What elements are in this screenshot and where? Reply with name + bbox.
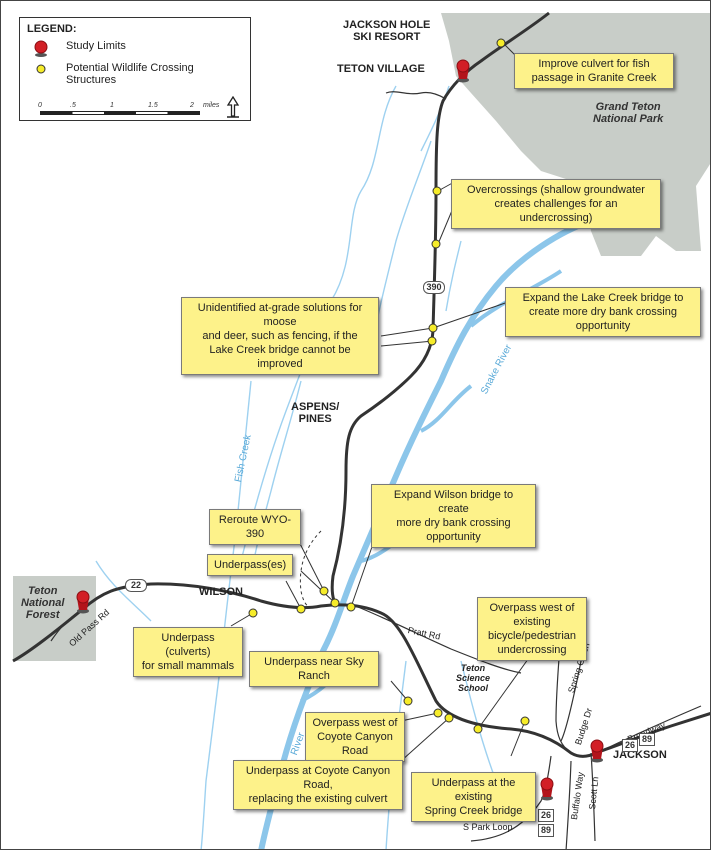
study-limit-pin <box>456 59 470 83</box>
callout-at-grade-solutions: Unidentified at-grade solutions for moos… <box>181 297 379 375</box>
callout-coyote-underpass: Underpass at Coyote Canyon Road,replacin… <box>233 760 403 810</box>
scale-tick: 1 <box>110 102 114 109</box>
legend-study-limits: Study Limits <box>66 40 126 52</box>
us-26-shield: 26 <box>622 739 638 752</box>
teton-forest-area <box>13 576 96 661</box>
crossing-dot <box>432 186 442 196</box>
aspens-pines-label: ASPENS/PINES <box>291 401 340 425</box>
crossing-dot <box>427 336 437 346</box>
scale-tick: 2 <box>190 102 194 109</box>
wyo-390-shield: 390 <box>423 281 445 294</box>
crossing-dot <box>403 696 413 706</box>
crossing-dot <box>346 602 356 612</box>
crossing-dot <box>473 724 483 734</box>
legend: LEGEND: Study Limits Potential Wildlife … <box>19 17 251 121</box>
callout-reroute-wyo-390: Reroute WYO-390 <box>209 509 301 545</box>
study-limit-pin <box>540 777 554 801</box>
callout-culverts: Underpass (culverts)for small mammals <box>133 627 243 677</box>
legend-row-study-limits: Study Limits <box>30 40 126 58</box>
scale-tick: 0 <box>38 102 42 109</box>
scale-tick: .5 <box>70 102 76 109</box>
crossing-dots <box>248 38 530 734</box>
scale-bar: 0 .5 1 1.5 2 miles <box>38 102 220 116</box>
wilson-label: WILSON <box>199 586 243 598</box>
study-limit-pins <box>76 59 604 801</box>
crossing-dot <box>296 604 306 614</box>
legend-crossing-line2: Structures <box>66 74 117 86</box>
crossing-dot <box>431 239 441 249</box>
legend-title: LEGEND: <box>27 23 77 35</box>
study-limit-pin <box>590 739 604 763</box>
crossing-dot <box>319 586 329 596</box>
legend-crossing-line1: Potential Wildlife Crossing <box>66 62 194 74</box>
us-89-shield: 89 <box>538 824 554 837</box>
scale-tick: 1.5 <box>148 102 158 109</box>
callout-sky-ranch: Underpass near Sky Ranch <box>249 651 379 687</box>
crossing-dot <box>444 713 454 723</box>
crossing-dot <box>520 716 530 726</box>
scale-unit: miles <box>203 102 220 109</box>
crossing-dot <box>330 598 340 608</box>
us-89-shield: 89 <box>639 733 655 746</box>
study-pin-icon <box>34 40 48 57</box>
s-park-loop-label: S Park Loop <box>463 822 513 832</box>
study-limit-pin <box>76 590 90 614</box>
wyo-22-shield: 22 <box>125 579 147 592</box>
crossing-dot <box>433 708 443 718</box>
crossing-dot <box>428 323 438 333</box>
crossing-dot-icon <box>36 64 46 74</box>
crossing-dot <box>248 608 258 618</box>
north-arrow-icon <box>226 96 240 118</box>
crossing-dot <box>496 38 506 48</box>
us-26-shield: 26 <box>538 809 554 822</box>
jackson-label: JACKSON <box>613 749 667 761</box>
scale-bar-graphic <box>40 111 200 115</box>
callout-underpasses: Underpass(es) <box>207 554 293 576</box>
teton-village-label: TETON VILLAGE <box>337 63 425 75</box>
